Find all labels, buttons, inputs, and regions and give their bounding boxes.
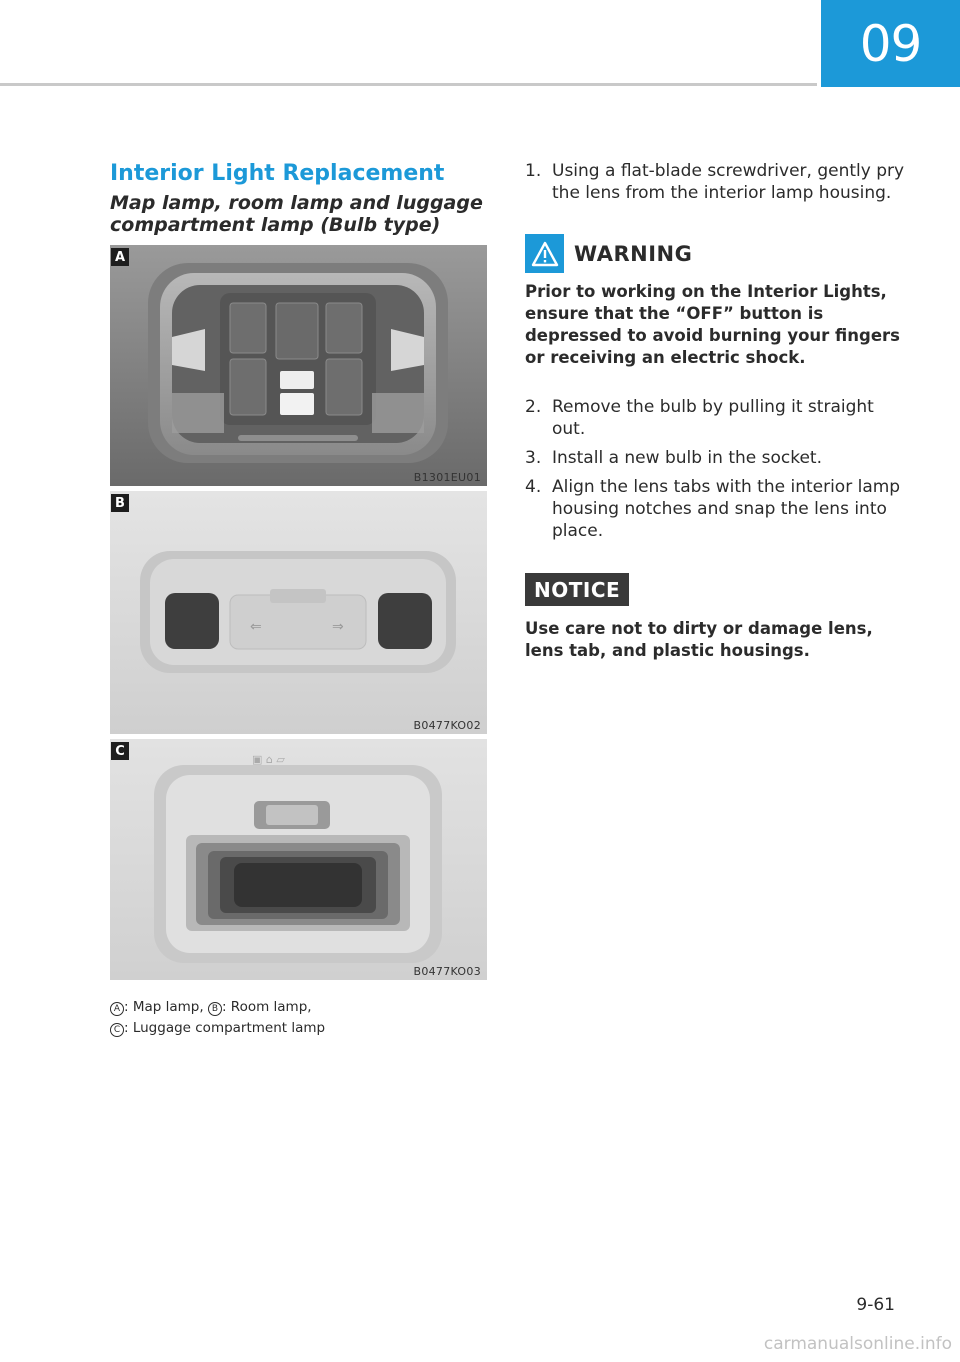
figure-code: B0477KO02	[413, 719, 481, 732]
step-item: 3. Install a new bulb in the socket.	[525, 447, 905, 469]
svg-text:▣ ⌂ ▱: ▣ ⌂ ▱	[252, 753, 285, 766]
warning-text: Prior to working on the Interior Lights,…	[525, 282, 900, 367]
figure-letter-badge: A	[111, 248, 129, 266]
caption-map-lamp: : Map lamp,	[124, 999, 208, 1015]
circled-letter-a: A	[110, 1002, 124, 1016]
caption-line-1: A: Map lamp, B: Room lamp,	[110, 997, 487, 1018]
step-text: Remove the bulb by pulling it straight o…	[552, 397, 874, 439]
section-title: Interior Light Replacement	[110, 161, 445, 186]
room-lamp-illustration: ⇐ ⇒	[110, 491, 487, 734]
figure-letter-badge: C	[111, 742, 129, 760]
map-lamp-illustration	[110, 245, 487, 486]
figure-letter-badge: B	[111, 494, 129, 512]
figure-code: B1301EU01	[413, 471, 481, 484]
chapter-number: 09	[859, 14, 923, 73]
page-number: 9-61	[856, 1295, 895, 1315]
caption-line-2: C: Luggage compartment lamp	[110, 1018, 487, 1039]
figure-luggage-lamp: ▣ ⌂ ▱ C B0477KO03	[110, 739, 487, 980]
right-column: 1. Using a flat-blade screwdriver, gentl…	[525, 160, 905, 662]
figure-room-lamp: ⇐ ⇒ B B0477KO02	[110, 491, 487, 734]
caption-room-lamp: : Room lamp,	[221, 999, 312, 1015]
step-number: 1.	[525, 161, 542, 181]
warning-header: WARNING	[525, 234, 905, 273]
warning-label: WARNING	[574, 241, 693, 266]
notice-label: NOTICE	[525, 573, 630, 606]
step-text: Using a flat-blade screwdriver, gently p…	[552, 161, 905, 203]
figure-map-lamp: A B1301EU01	[110, 245, 487, 486]
step-item: 1. Using a flat-blade screwdriver, gentl…	[525, 160, 905, 204]
warning-triangle-icon	[525, 234, 564, 273]
step-number: 4.	[525, 477, 542, 497]
left-column: Interior Light Replacement Map lamp, roo…	[110, 160, 487, 236]
watermark: carmanualsonline.info	[763, 1334, 952, 1354]
step-number: 3.	[525, 448, 542, 468]
luggage-lamp-illustration: ▣ ⌂ ▱	[110, 739, 487, 980]
figure-caption: A: Map lamp, B: Room lamp, C: Luggage co…	[110, 997, 487, 1039]
step-text: Align the lens tabs with the interior la…	[552, 477, 901, 541]
circled-letter-b: B	[207, 1002, 222, 1016]
notice-text: Use care not to dirty or damage lens, le…	[525, 619, 873, 660]
section-subtitle: Map lamp, room lamp and luggage compartm…	[110, 192, 483, 236]
circled-letter-c: C	[110, 1023, 124, 1037]
header-rule	[0, 83, 817, 86]
step-item: 4. Align the lens tabs with the interior…	[525, 476, 905, 542]
step-item: 2. Remove the bulb by pulling it straigh…	[525, 396, 905, 440]
figure-code: B0477KO03	[413, 965, 481, 978]
steps-list: 2. Remove the bulb by pulling it straigh…	[525, 396, 905, 542]
svg-text:⇐: ⇐	[250, 619, 262, 635]
svg-text:⇒: ⇒	[332, 619, 344, 635]
step-text: Install a new bulb in the socket.	[552, 448, 822, 468]
caption-luggage-lamp: : Luggage compartment lamp	[124, 1020, 326, 1036]
step-number: 2.	[525, 397, 542, 417]
chapter-tab: 09	[821, 0, 960, 87]
